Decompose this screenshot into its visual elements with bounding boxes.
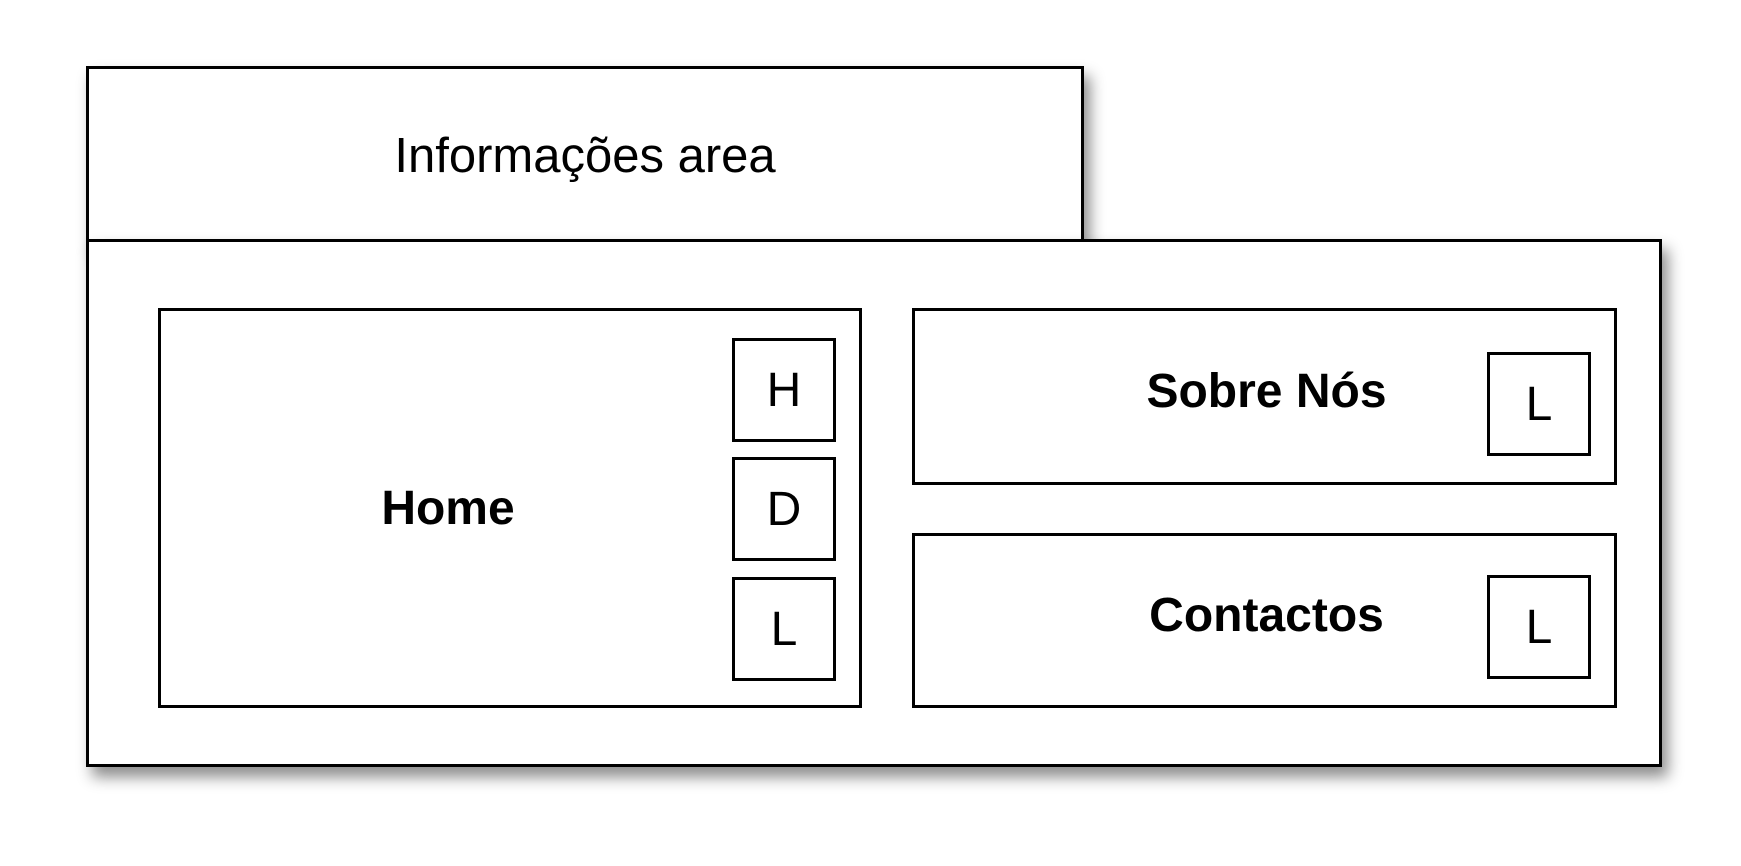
home-badge-h: H <box>732 338 836 442</box>
home-badge-l: L <box>732 577 836 681</box>
contactos-label: Contactos <box>1149 589 1384 642</box>
home-label: Home <box>381 481 515 535</box>
contactos-badge-l: L <box>1487 575 1591 679</box>
informacoes-area-tab: Informações area <box>86 66 1084 244</box>
home-box[interactable]: Home H D L <box>158 308 862 708</box>
sobre-nos-label: Sobre Nós <box>1146 365 1387 418</box>
contactos-box[interactable]: Contactos L <box>912 533 1617 708</box>
sobre-nos-badge-l: L <box>1487 352 1591 456</box>
home-badge-d: D <box>732 457 836 561</box>
sobre-nos-box[interactable]: Sobre Nós L <box>912 308 1617 485</box>
informacoes-area-label: Informações area <box>394 129 776 183</box>
main-panel: Home H D L Sobre Nós L Contactos L <box>86 239 1662 767</box>
